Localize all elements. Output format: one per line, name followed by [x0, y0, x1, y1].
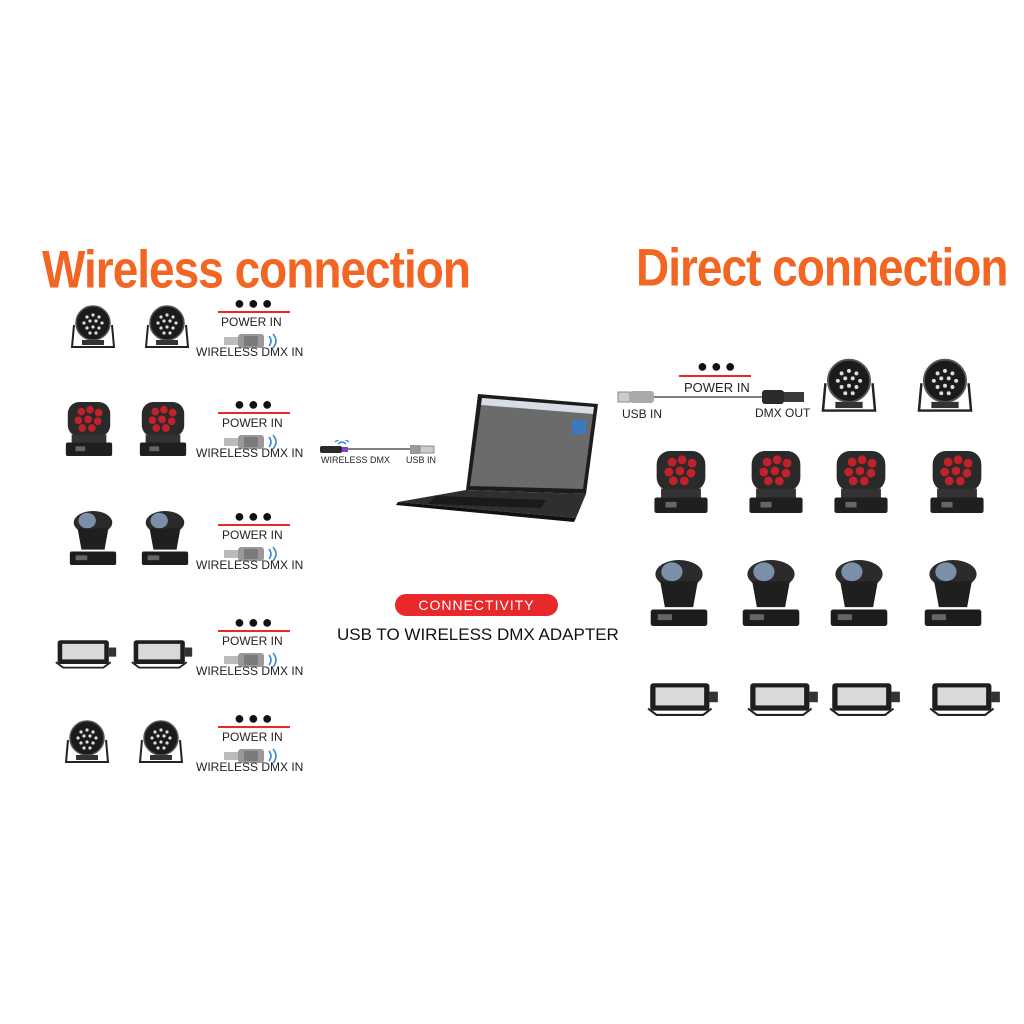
wash-moving-head-icon — [62, 398, 116, 460]
dots-icon: ●●● — [234, 293, 276, 313]
par-light-icon — [62, 718, 112, 768]
wireless-dmx-in-label: WIRELESS DMX IN — [196, 446, 304, 460]
dmx-out-label: DMX OUT — [755, 406, 811, 420]
wireless-dmx-in-label: WIRELESS DMX IN — [196, 760, 304, 774]
red-divider — [218, 412, 290, 414]
power-in-label: POWER IN — [222, 730, 283, 744]
strobe-light-icon — [54, 634, 118, 672]
connectivity-badge: CONNECTIVITY — [395, 594, 558, 616]
red-divider — [218, 630, 290, 632]
red-divider — [218, 524, 290, 526]
beam-moving-head-icon — [66, 506, 120, 570]
par-light-icon — [68, 303, 118, 353]
par-light-icon — [142, 303, 192, 353]
strobe-light-icon — [828, 676, 902, 720]
usb-to-dmx-cable-icon — [616, 386, 822, 408]
beam-moving-head-icon — [138, 506, 192, 570]
wireless-dmx-adapter-icon — [318, 440, 438, 460]
beam-moving-head-icon — [646, 548, 712, 638]
par-light-icon — [818, 356, 880, 418]
wash-moving-head-icon — [136, 398, 190, 460]
laptop-icon — [396, 390, 602, 540]
wireless-dmx-in-label: WIRELESS DMX IN — [196, 664, 304, 678]
beam-moving-head-icon — [920, 548, 986, 638]
wireless-dmx-in-label: WIRELESS DMX IN — [196, 558, 304, 572]
strobe-light-icon — [130, 634, 194, 672]
power-in-label: POWER IN — [222, 528, 283, 542]
dots-icon: ●●● — [234, 708, 276, 728]
dots-icon: ●●● — [234, 506, 276, 526]
power-in-label: POWER IN — [221, 315, 282, 329]
wireless-dmx-in-label: WIRELESS DMX IN — [196, 345, 304, 359]
wash-moving-head-icon — [650, 442, 712, 522]
wireless-dmx-label: WIRELESS DMX — [321, 455, 391, 465]
strobe-light-icon — [928, 676, 1002, 720]
dots-icon: ●●● — [234, 394, 276, 414]
beam-moving-head-icon — [826, 548, 892, 638]
strobe-light-icon — [746, 676, 820, 720]
power-in-label: POWER IN — [222, 416, 283, 430]
power-in-label: POWER IN — [684, 380, 750, 395]
adapter-subtitle: USB TO WIRELESS DMX ADAPTER — [337, 625, 619, 644]
wash-moving-head-icon — [926, 442, 988, 522]
dots-icon: ●●● — [697, 356, 739, 376]
wash-moving-head-icon — [830, 442, 892, 522]
par-light-icon — [136, 718, 186, 768]
red-divider — [218, 726, 290, 728]
strobe-light-icon — [646, 676, 720, 720]
wireless-title: Wireless connection — [42, 239, 471, 299]
par-light-icon — [914, 356, 976, 418]
wash-moving-head-icon — [745, 442, 807, 522]
red-divider — [679, 375, 751, 377]
direct-title: Direct connection — [636, 237, 1009, 297]
beam-moving-head-icon — [738, 548, 804, 638]
dots-icon: ●●● — [234, 612, 276, 632]
red-divider — [218, 311, 290, 313]
usb-in-label: USB IN — [622, 407, 663, 421]
usb-in-label: USB IN — [406, 455, 437, 465]
power-in-label: POWER IN — [222, 634, 283, 648]
